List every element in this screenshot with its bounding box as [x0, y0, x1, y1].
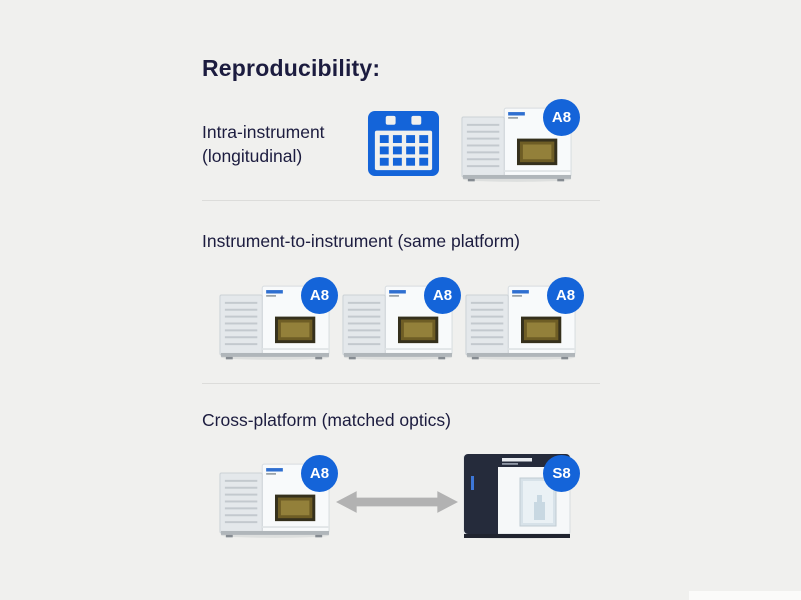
flow-cytometer-s8-icon: S8: [462, 452, 580, 540]
section-heading-same-platform: Instrument-to-instrument (same platform): [202, 231, 521, 251]
section-heading-cross-platform: Cross-platform (matched optics): [202, 410, 451, 430]
flow-cytometer-a8-icon: A8: [218, 455, 338, 539]
model-badge-a8: A8: [547, 277, 584, 314]
flow-cytometer-a8-icon: A8: [218, 277, 338, 361]
model-badge-a8: A8: [543, 99, 580, 136]
label-line-1: Intra-instrument: [202, 122, 325, 142]
double-arrow-icon: [336, 489, 458, 515]
flow-cytometer-a8-icon: A8: [460, 99, 580, 183]
flow-cytometer-a8-icon: A8: [341, 277, 461, 361]
model-badge-a8: A8: [301, 455, 338, 492]
model-badge-s8: S8: [543, 455, 580, 492]
section-divider-2: [202, 383, 600, 384]
corner-decoration: [689, 591, 801, 600]
flow-cytometer-a8-icon: A8: [464, 277, 584, 361]
model-badge-a8: A8: [424, 277, 461, 314]
label-line-2: (longitudinal): [202, 146, 303, 166]
calendar-icon: [367, 107, 440, 180]
page-title: Reproducibility:: [202, 55, 381, 81]
section-divider-1: [202, 200, 600, 201]
model-badge-a8: A8: [301, 277, 338, 314]
section-intra-label: Intra-instrument (longitudinal): [202, 120, 325, 168]
